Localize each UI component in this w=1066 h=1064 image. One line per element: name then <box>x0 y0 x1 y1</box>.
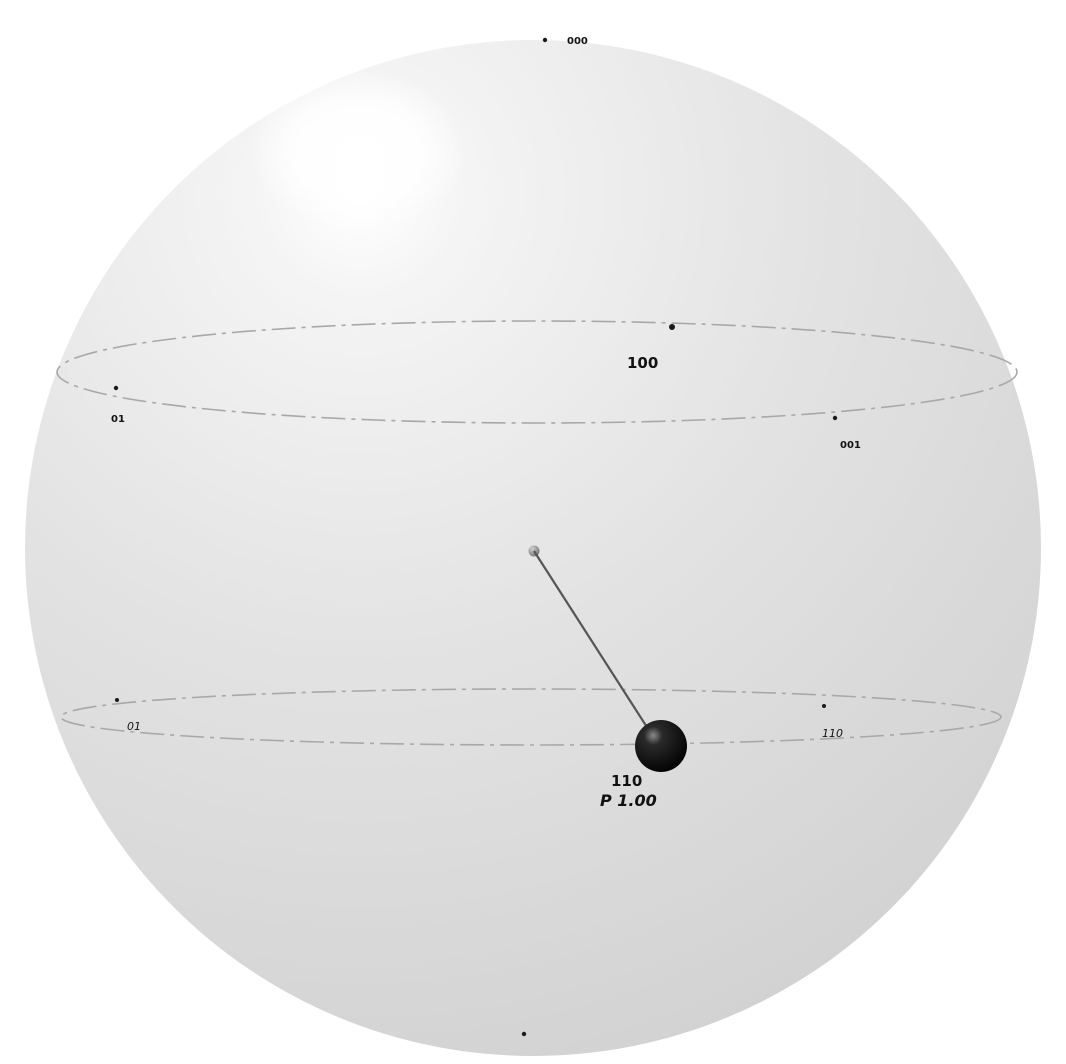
marker-upper-right <box>832 415 838 421</box>
marker-upper-left <box>113 385 119 391</box>
label-state: 110 <box>611 772 642 790</box>
marker-lower-right <box>822 704 826 708</box>
sphere-highlight <box>248 68 468 232</box>
marker-top <box>542 37 548 43</box>
marker-upper-front <box>669 324 675 330</box>
label-upper-left: 01 <box>111 414 125 425</box>
state-connector <box>533 550 653 736</box>
label-upper-front: 100 <box>627 354 658 372</box>
label-lower-left: 01 <box>127 720 141 733</box>
marker-lower-left <box>115 698 119 702</box>
label-upper-right: 001 <box>840 440 861 451</box>
label-top: 000 <box>567 36 588 47</box>
marker-bottom <box>521 1031 527 1037</box>
label-probability: P 1.00 <box>600 791 657 810</box>
label-lower-right: 110 <box>822 727 843 740</box>
upper-ring <box>56 320 1018 424</box>
state-ball <box>635 720 687 772</box>
lower-ring <box>60 688 1002 746</box>
